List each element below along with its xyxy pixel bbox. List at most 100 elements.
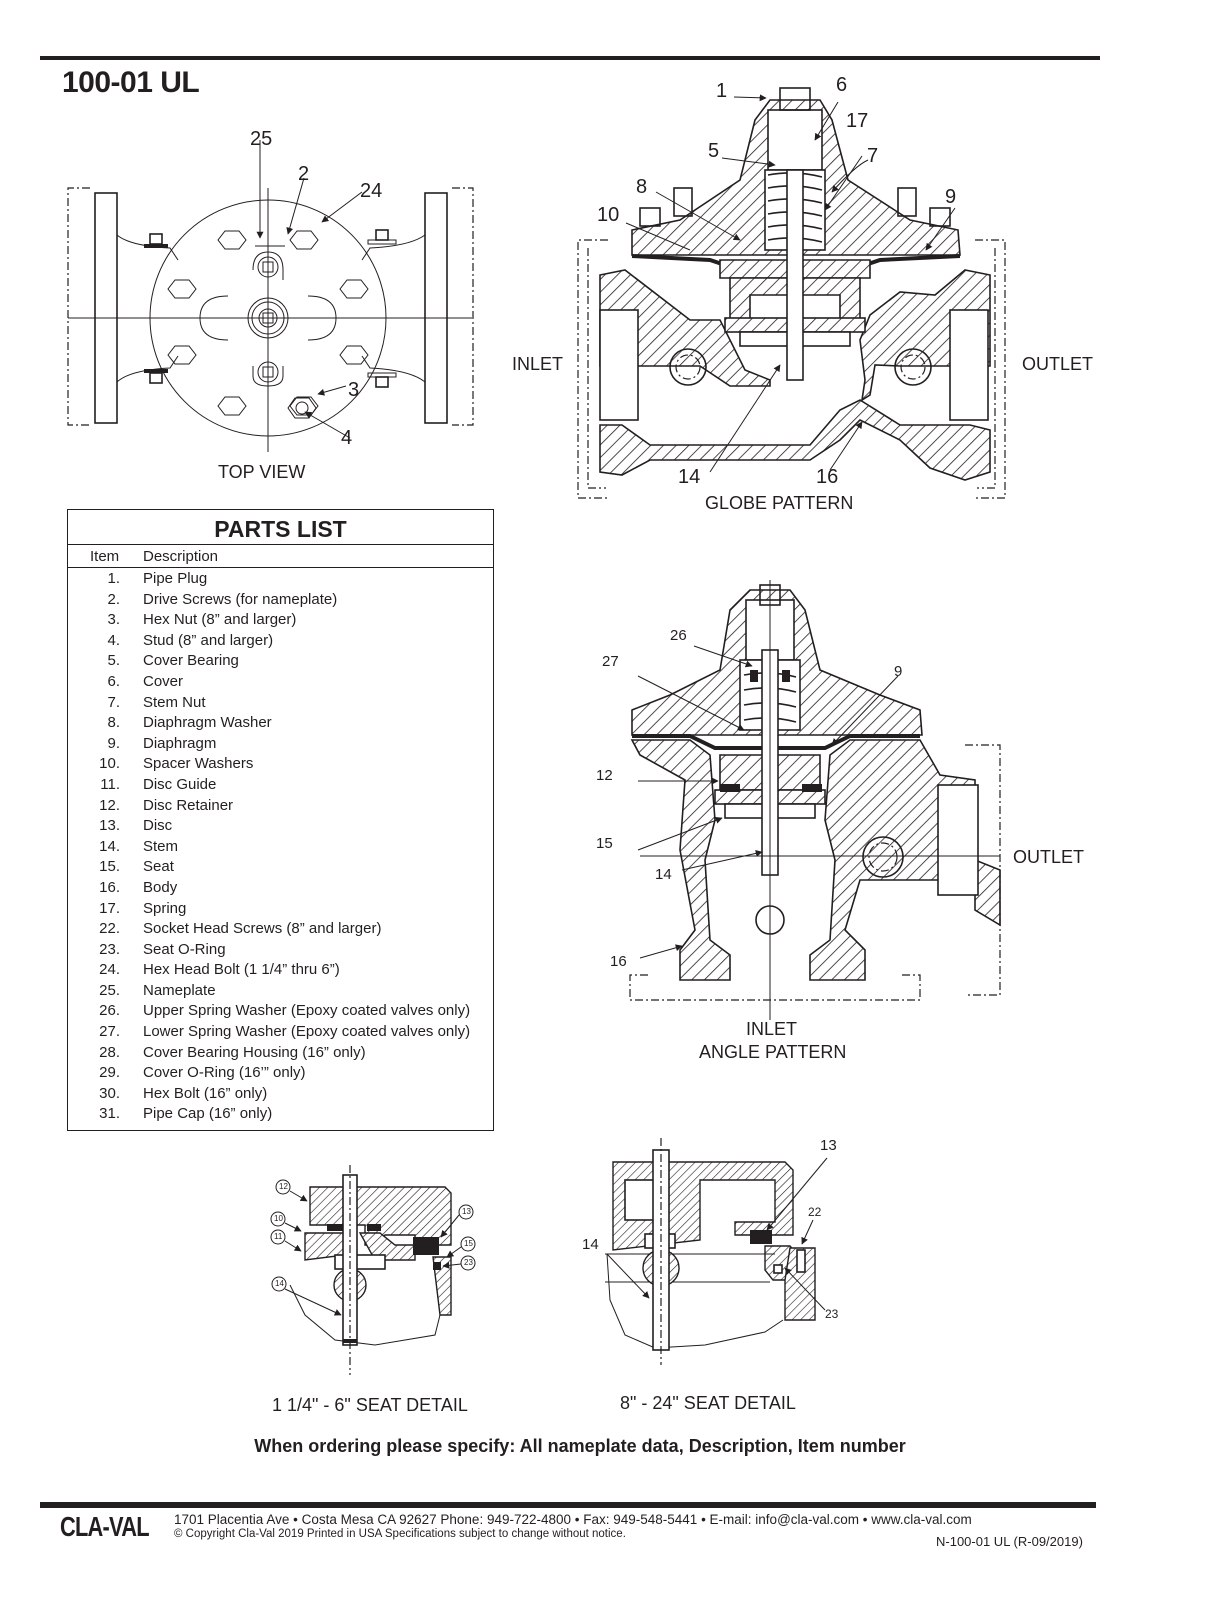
seat-detail-large-drawing xyxy=(605,1138,828,1365)
callout-5: 5 xyxy=(708,140,720,162)
top-view-caption: TOP VIEW xyxy=(218,462,306,482)
callout-23-seat-large: 23 xyxy=(825,1307,839,1321)
part-description: Nameplate xyxy=(143,981,216,999)
callout-14-angle: 14 xyxy=(655,866,672,883)
part-description: Stud (8” and larger) xyxy=(143,631,274,649)
callout-24: 24 xyxy=(360,180,383,202)
part-description: Stem xyxy=(143,837,179,855)
part-item-number: 15. xyxy=(99,858,120,876)
parts-list-row: 1.Pipe Plug xyxy=(68,568,493,589)
part-description: Spring xyxy=(143,899,187,917)
seat-detail-large-caption: 8" - 24" SEAT DETAIL xyxy=(620,1393,796,1413)
parts-list-row: 2.Drive Screws (for nameplate) xyxy=(68,589,493,610)
parts-list-row: 7. Stem Nut xyxy=(68,692,493,713)
part-item-number: 14. xyxy=(99,837,120,855)
parts-list-row: 10.Spacer Washers xyxy=(68,753,493,774)
parts-list-row: 5. Cover Bearing xyxy=(68,650,493,671)
angle-inlet-label: INLET xyxy=(746,1019,798,1039)
parts-list-row: 16. Body xyxy=(68,877,493,898)
parts-list-row: 29.Cover O-Ring (16’” only) xyxy=(68,1062,493,1083)
parts-list-title: PARTS LIST xyxy=(68,510,493,545)
part-description: Socket Head Screws (8” and larger) xyxy=(143,920,382,938)
parts-list-row: 28.Cover Bearing Housing (16” only) xyxy=(68,1042,493,1063)
parts-list-row: 24. Hex Head Bolt (1 1/4” thru 6”) xyxy=(68,959,493,980)
callout-14: 14 xyxy=(678,466,701,488)
angle-body-left xyxy=(630,739,731,981)
part-item-number: 7. xyxy=(107,693,120,711)
globe-inlet-label: INLET xyxy=(512,354,564,374)
callout-2: 2 xyxy=(298,163,310,185)
part-description: Disc Guide xyxy=(143,775,217,793)
parts-list-row: 11. Disc Guide xyxy=(68,774,493,795)
stem xyxy=(786,169,804,381)
callout-9-angle: 9 xyxy=(894,663,903,680)
part-item-number: 11. xyxy=(100,775,120,793)
callout-26: 26 xyxy=(670,627,687,644)
parts-list-row: 31.Pipe Cap (16” only) xyxy=(68,1103,493,1124)
part-description: Lower Spring Washer (Epoxy coated valves… xyxy=(143,1023,471,1041)
callout-15-seat-small: 15 xyxy=(464,1239,473,1248)
part-item-number: 24. xyxy=(99,961,120,979)
part-item-number: 9. xyxy=(107,734,120,752)
part-item-number: 26. xyxy=(99,1002,120,1020)
callout-1: 1 xyxy=(716,80,728,102)
document-number: N-100-01 UL (R-09/2019) xyxy=(936,1534,1083,1549)
callout-12-seat-small: 12 xyxy=(279,1182,288,1191)
angle-pattern-drawing xyxy=(629,580,1001,1020)
part-description: Hex Bolt (16” only) xyxy=(143,1084,268,1102)
part-description: Body xyxy=(143,878,178,896)
parts-list-row: 4. Stud (8” and larger) xyxy=(68,630,493,651)
part-item-number: 17. xyxy=(99,899,120,917)
part-description: Spacer Washers xyxy=(143,755,254,773)
callout-15-angle: 15 xyxy=(596,835,613,852)
callout-22-seat-large: 22 xyxy=(808,1205,822,1219)
part-item-number: 30. xyxy=(99,1084,120,1102)
page-title: 100-01 UL xyxy=(62,66,200,99)
part-description: Seat O-Ring xyxy=(143,940,226,958)
globe-pattern-caption: GLOBE PATTERN xyxy=(705,493,854,513)
callout-13-seat-small: 13 xyxy=(462,1207,471,1216)
angle-outlet-label: OUTLET xyxy=(1013,847,1085,867)
part-description: Cover Bearing xyxy=(143,652,239,670)
parts-list-row: 9. Diaphragm xyxy=(68,733,493,754)
header-description: Description xyxy=(143,548,219,565)
part-description: Cover Bearing Housing (16” only) xyxy=(143,1043,366,1061)
footer-address: 1701 Placentia Ave • Costa Mesa CA 92627… xyxy=(174,1512,972,1527)
callout-4: 4 xyxy=(341,427,353,449)
part-description: Pipe Plug xyxy=(143,570,208,587)
callout-17: 17 xyxy=(846,110,869,132)
right-flange xyxy=(424,192,448,424)
ordering-note: When ordering please specify: All namepl… xyxy=(254,1436,906,1456)
part-item-number: 5. xyxy=(107,652,120,670)
callout-25: 25 xyxy=(250,128,273,150)
parts-list-row: 22.Socket Head Screws (8” and larger) xyxy=(68,918,493,939)
parts-list-row: 14. Stem xyxy=(68,836,493,857)
parts-list-row: 26.Upper Spring Washer (Epoxy coated val… xyxy=(68,1000,493,1021)
part-item-number: 4. xyxy=(107,631,120,649)
left-flange xyxy=(94,192,118,424)
header-item: Item xyxy=(90,548,120,565)
callout-7: 7 xyxy=(867,145,879,167)
seat-detail-small-drawing xyxy=(270,1165,476,1375)
part-item-number: 29. xyxy=(99,1064,120,1082)
part-description: Diaphragm xyxy=(143,734,217,752)
part-description: Stem Nut xyxy=(143,693,206,711)
parts-list-row: 25.Nameplate xyxy=(68,980,493,1001)
callout-23-seat-small: 23 xyxy=(464,1258,473,1267)
callout-14-seat-small: 14 xyxy=(275,1279,284,1288)
part-description: Hex Head Bolt (1 1/4” thru 6”) xyxy=(143,961,340,979)
part-item-number: 3. xyxy=(107,611,120,629)
part-item-number: 6. xyxy=(107,672,120,690)
part-description: Diaphragm Washer xyxy=(143,714,272,732)
part-item-number: 8. xyxy=(107,714,120,732)
callout-16: 16 xyxy=(816,466,839,488)
bottom-rule xyxy=(40,1502,1096,1508)
part-item-number: 16. xyxy=(99,878,120,896)
part-item-number: 23. xyxy=(99,940,120,958)
callout-13-seat-large: 13 xyxy=(820,1137,837,1154)
parts-list-row: 3.Hex Nut (8” and larger) xyxy=(68,609,493,630)
callout-10: 10 xyxy=(597,204,620,226)
parts-list-row: 15.Seat xyxy=(68,856,493,877)
